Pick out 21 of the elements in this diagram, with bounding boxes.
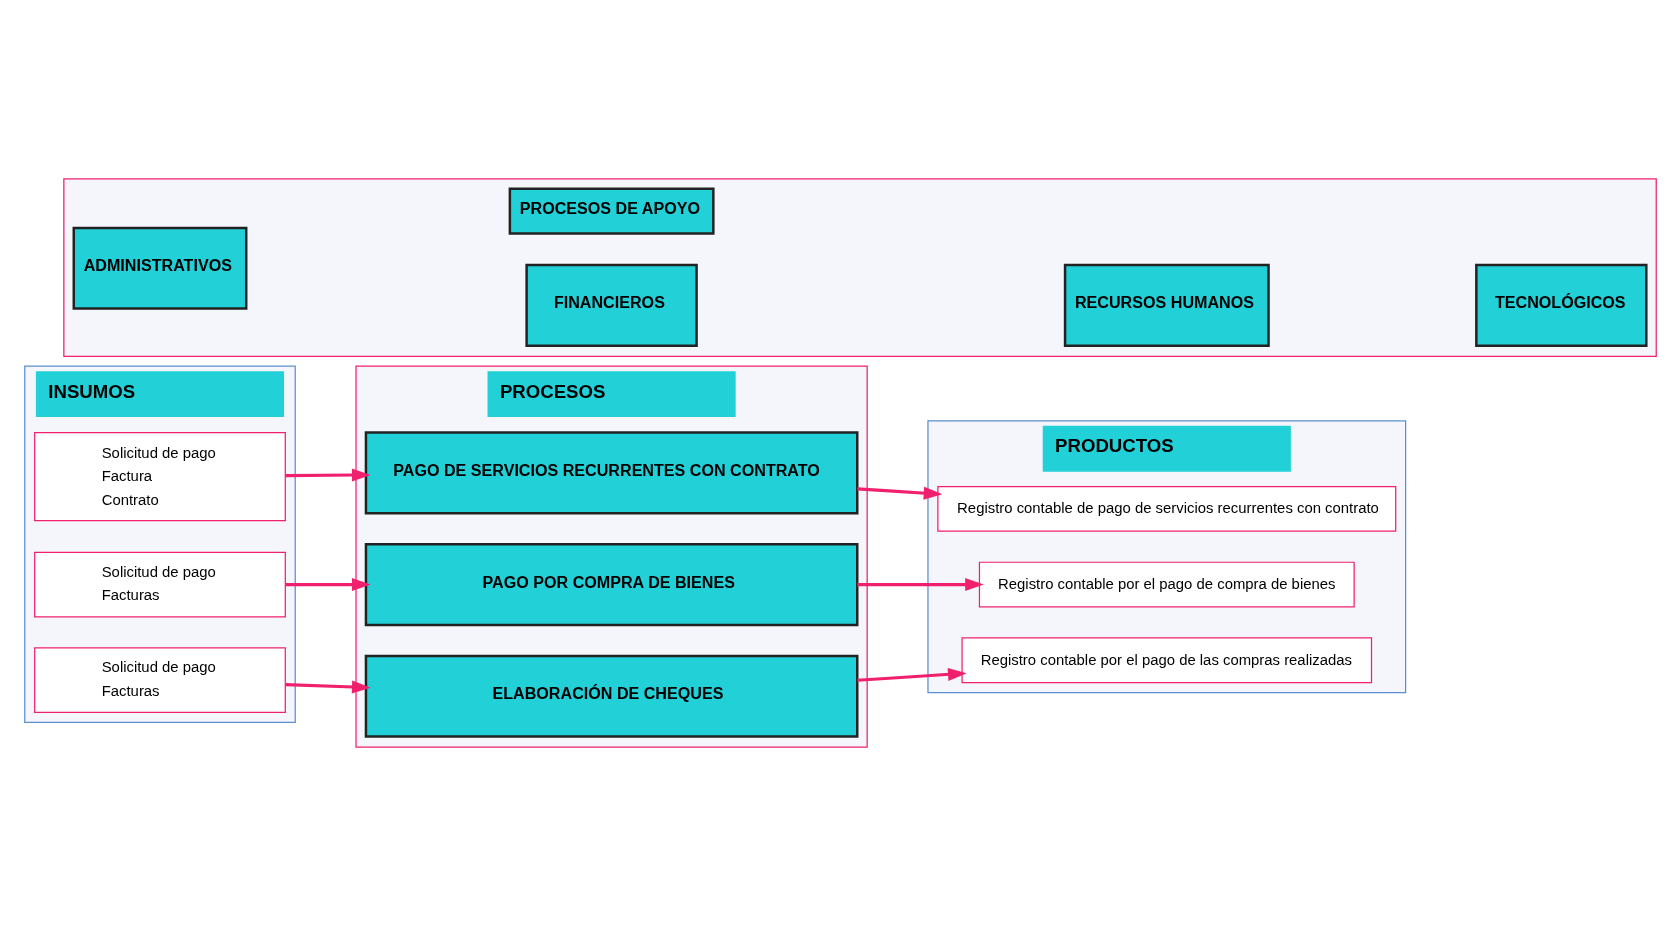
node-box: PROCESOS DE APOYO	[508, 187, 715, 235]
cluster	[62, 178, 1657, 357]
arrow	[285, 578, 371, 592]
node-box: Solicitud de pago Facturas	[33, 551, 286, 618]
arrow	[285, 680, 371, 694]
node-box: ELABORACIÓN DE CHEQUES	[364, 654, 858, 738]
node-box: Registro contable de pago de servicios recurrentes con contrato	[936, 485, 1396, 532]
arrow	[856, 578, 984, 592]
node-box: Registro contable por el pago de compra de bienes	[978, 561, 1355, 608]
arrow	[856, 667, 967, 682]
arrow	[285, 468, 371, 482]
node-box: Solicitud de pago Factura Contrato	[33, 432, 286, 522]
node-box: TECNOLÓGICOS	[1474, 263, 1648, 347]
node-box: PAGO DE SERVICIOS RECURRENTES CON CONTRATO	[364, 431, 858, 515]
node-box: RECURSOS HUMANOS	[1063, 263, 1270, 347]
node-box: FINANCIEROS	[524, 263, 698, 347]
node-box: PAGO POR COMPRA DE BIENES	[364, 543, 858, 627]
arrow	[856, 486, 942, 500]
node-box: Solicitud de pago Facturas	[33, 647, 286, 713]
node-box: Registro contable por el pago de las compras realizadas	[960, 637, 1372, 684]
node-box: ADMINISTRATIVOS	[72, 226, 247, 310]
